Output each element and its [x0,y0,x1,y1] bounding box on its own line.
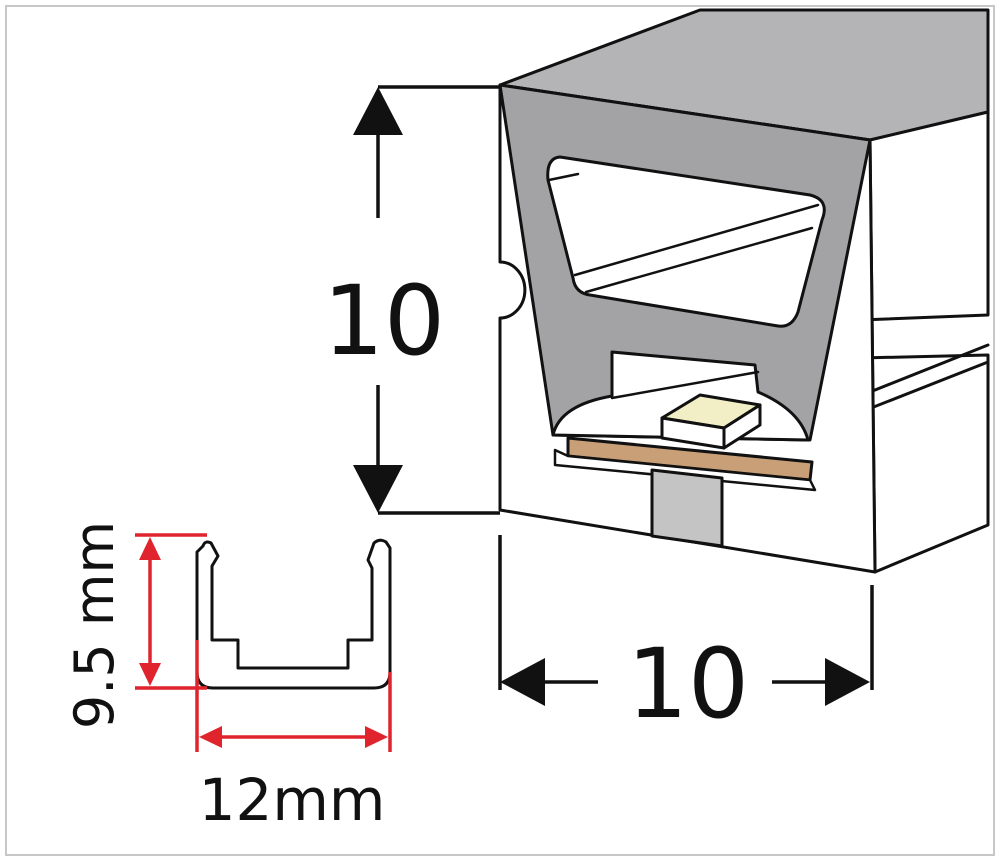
mounting-clip-icon [195,538,392,690]
side-groove-line [864,360,990,412]
height-dimension-label: 10 [323,265,445,377]
base-rails [553,448,817,492]
arrowhead-icon [139,663,161,686]
clip-height-label: 9.5 mm [63,521,126,729]
clip-width-label: 12mm [199,766,386,834]
height-dimension [353,85,500,515]
arrowhead-icon [825,658,870,706]
side-groove-line [868,343,990,394]
led-chip-side [722,403,762,450]
window-inner-line [547,172,580,182]
arrowhead-icon [199,726,222,748]
arrowhead-icon [365,726,388,748]
clip-dimensions [135,533,392,752]
window-inner-line [584,226,814,294]
arrowhead-icon [353,87,403,135]
cavity-line [610,370,760,400]
neon-profile-3d [498,8,990,574]
width-dimension-label: 10 [627,628,749,740]
arrowhead-icon [500,658,545,706]
width-dimension [498,535,874,706]
arrowhead-icon [353,465,403,513]
window-inner-line [573,203,820,277]
profile-base-foot [650,468,724,548]
arrowhead-icon [139,537,161,560]
